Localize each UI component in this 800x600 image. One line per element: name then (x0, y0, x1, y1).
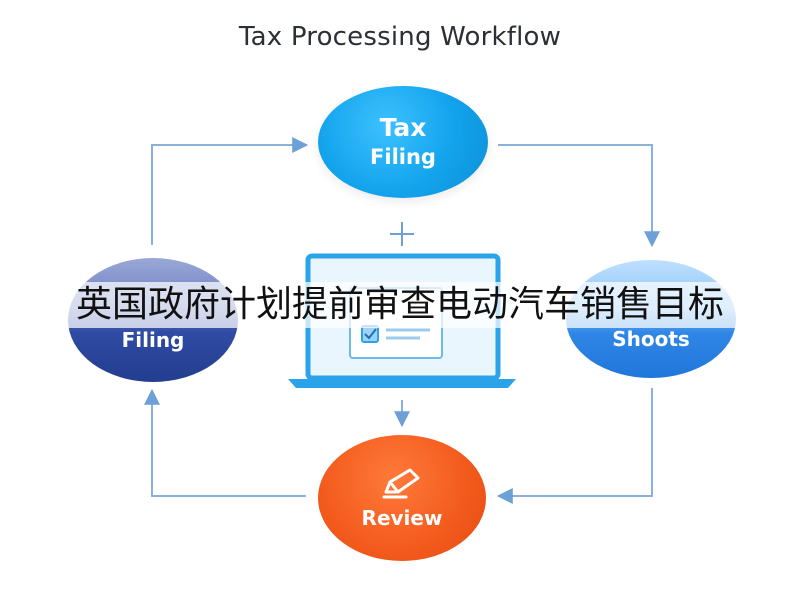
node-tax-filing-line2: Filing (370, 145, 436, 169)
plus-icon (390, 222, 414, 246)
node-filing-label: Filing (121, 328, 185, 352)
caption-banner (0, 282, 800, 328)
arrow-top-to-right (498, 144, 660, 248)
pencil-tag-icon (382, 468, 420, 499)
node-shoots-label: Shoots (612, 327, 690, 351)
arrow-right-to-bottom (496, 388, 653, 504)
node-tax-filing: Tax Filing (318, 86, 488, 198)
arrow-left-to-top (151, 137, 309, 245)
diagram-title: Tax Processing Workflow (238, 22, 562, 52)
caption-banner-text: 英国政府计划提前审查电动汽车销售目标 (75, 284, 724, 325)
node-tax-filing-line1: Tax (379, 113, 427, 142)
node-review: Review (318, 435, 486, 561)
arrow-bottom-to-left (144, 388, 306, 497)
node-review-label: Review (361, 506, 443, 530)
